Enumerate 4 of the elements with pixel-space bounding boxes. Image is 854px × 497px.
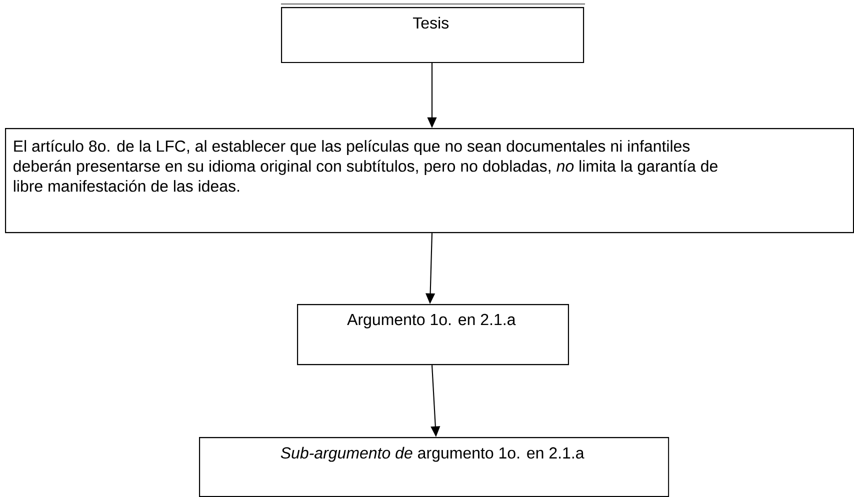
text-box: Argumento 1o. en 2.1.a <box>297 304 569 366</box>
text-box: El artículo 8o. de la LFC, al establecer que las películas que no sean documentales ni infantiles deberán presentarse en su idioma original con subtítulos, pero no dobladas, no limita la garantía de libre manifestación de las ideas. <box>5 128 854 234</box>
text-box: Sub-argumento de argumento 1o. en 2.1.a <box>199 437 670 497</box>
text-box: Tesis <box>281 7 584 63</box>
